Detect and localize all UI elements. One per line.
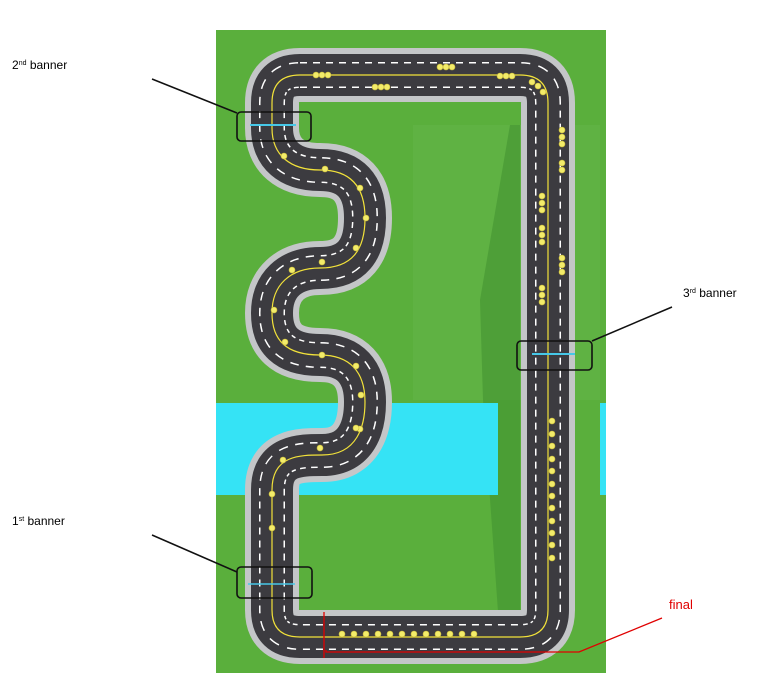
hill-shadow — [480, 125, 520, 640]
river-edge — [600, 403, 606, 495]
coins — [268, 63, 566, 638]
banner-1 — [151, 534, 313, 599]
banner-1-label: 1st banner — [12, 514, 65, 528]
banner-2 — [151, 78, 312, 142]
banner-3-label: 3rd banner — [683, 286, 737, 300]
banner-2-label: 2nd banner — [12, 58, 68, 72]
banner-3 — [516, 306, 673, 371]
final-label: final — [669, 597, 693, 612]
finish-marker — [323, 612, 663, 658]
